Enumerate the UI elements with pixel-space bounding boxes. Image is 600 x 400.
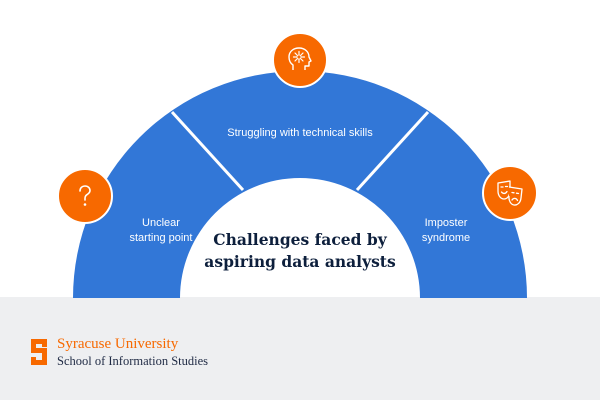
segment-label-technical-skills: Struggling with technical skills bbox=[227, 127, 373, 139]
org-name: Syracuse University bbox=[57, 336, 179, 352]
segment-label-unclear-starting-point: Unclear starting point bbox=[129, 217, 193, 244]
badge-technical-skills bbox=[272, 32, 328, 88]
segment-label-imposter-syndrome: Imposter syndrome bbox=[421, 217, 471, 244]
diagram-title: Challenges faced by aspiring data analys… bbox=[204, 230, 396, 271]
badge-unclear-starting-point bbox=[57, 168, 113, 224]
segment-divider-right bbox=[355, 110, 430, 192]
badge-imposter-syndrome bbox=[482, 165, 538, 221]
question-mark-icon bbox=[79, 185, 91, 206]
brain-head-icon bbox=[288, 47, 312, 70]
block-s-logo-icon bbox=[31, 339, 47, 365]
footer-band bbox=[0, 297, 600, 400]
segment-divider-left bbox=[170, 110, 245, 192]
theater-masks-icon bbox=[497, 180, 523, 206]
school-name: School of Information Studies bbox=[57, 354, 209, 368]
